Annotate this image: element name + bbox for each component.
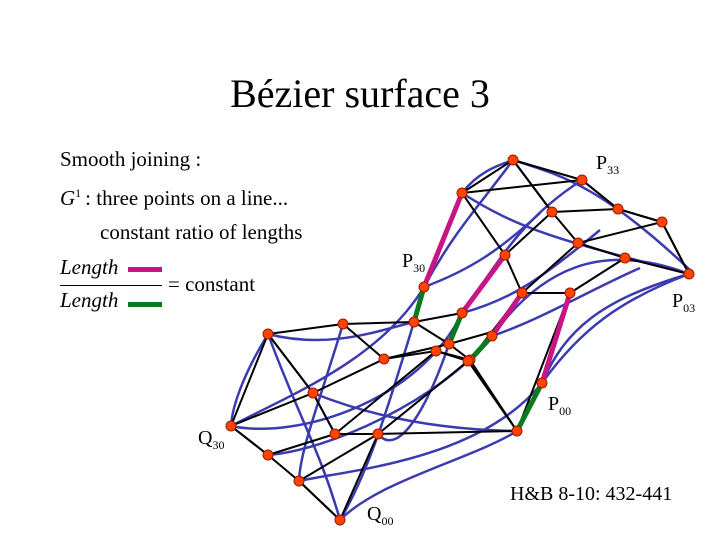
- label-p30: P30: [402, 250, 426, 275]
- surface-curve: [540, 272, 690, 384]
- label-p00: P00: [548, 393, 572, 418]
- control-point: [511, 425, 523, 437]
- notes-line-g1: G1 : three points on a line...: [60, 176, 302, 215]
- control-point: [456, 187, 468, 199]
- control-point: [262, 449, 274, 461]
- control-point: [546, 206, 558, 218]
- green-join-segment: [446, 312, 465, 345]
- control-point: [536, 377, 548, 389]
- control-point: [378, 353, 390, 365]
- surface-curve: [298, 382, 543, 483]
- lower-net-edge: [377, 430, 518, 435]
- surface-curve: [461, 191, 690, 276]
- control-point: [372, 428, 384, 440]
- label-p33: P33: [596, 152, 620, 177]
- surface-curve: [312, 391, 518, 433]
- control-point: [683, 268, 695, 280]
- magenta-join-segment: [459, 253, 508, 315]
- textbook-reference: H&B 8-10: 432-441: [510, 483, 673, 505]
- control-point: [486, 330, 498, 342]
- surface-curve: [423, 212, 541, 289]
- control-point: [293, 475, 305, 487]
- length-ratio-formula: Length Length = constant: [60, 255, 300, 315]
- control-point: [572, 237, 584, 249]
- control-point: [334, 514, 346, 526]
- lower-net-edge: [230, 392, 314, 427]
- control-point: [499, 249, 511, 261]
- surface-curve: [339, 429, 518, 521]
- label-q30: Q30: [198, 427, 225, 452]
- control-point: [329, 428, 341, 440]
- control-point: [337, 318, 349, 330]
- lower-net-col: [413, 321, 518, 432]
- control-point: [462, 355, 474, 367]
- surface-curve: [422, 159, 515, 288]
- control-points: [225, 154, 695, 526]
- notes-line-smooth-joining: Smooth joining :: [60, 147, 202, 171]
- lower-net-edge: [267, 333, 378, 435]
- surface-curve: [297, 323, 345, 482]
- control-point: [612, 203, 624, 215]
- surface-curve: [377, 343, 451, 442]
- control-point: [262, 328, 274, 340]
- control-point: [656, 216, 668, 228]
- upper-net-edge: [512, 159, 553, 213]
- surface-curve: [230, 286, 426, 428]
- denominator-color-swatch: [128, 302, 162, 307]
- green-join-segment: [514, 381, 545, 433]
- control-point: [564, 287, 576, 299]
- control-point: [507, 154, 519, 166]
- g1-symbol: G1: [60, 186, 82, 210]
- ratio-numerator: Length: [60, 255, 119, 279]
- lower-net-edge: [267, 433, 336, 456]
- slide-title: Bézier surface 3: [230, 71, 490, 116]
- surface-curve: [229, 333, 270, 427]
- lower-net-edge: [339, 433, 379, 521]
- lower-net-edge: [298, 433, 379, 482]
- control-point: [619, 252, 631, 264]
- upper-net-edge: [581, 179, 690, 275]
- label-p03: P03: [672, 290, 696, 315]
- control-point: [418, 281, 430, 293]
- magenta-join-segment: [539, 292, 573, 384]
- lower-net-edge: [230, 425, 269, 456]
- control-point: [430, 345, 442, 357]
- g1-description: : three points on a line...: [85, 186, 289, 210]
- notes-line-ratio: constant ratio of lengths: [100, 220, 303, 244]
- lower-net-col: [342, 323, 469, 362]
- lower-net-edge: [413, 312, 463, 323]
- control-point: [456, 307, 468, 319]
- lower-net-edge: [298, 480, 341, 521]
- surface-curve: [267, 320, 415, 342]
- numerator-color-swatch: [128, 267, 162, 272]
- control-point: [516, 287, 528, 299]
- label-q00: Q00: [367, 503, 394, 528]
- magenta-join-segment: [489, 291, 525, 338]
- control-point: [408, 316, 420, 328]
- surface-curve: [540, 272, 690, 384]
- ratio-denominator: Length: [60, 288, 119, 312]
- ratio-equals-constant: = constant: [168, 272, 256, 296]
- control-point: [443, 338, 455, 350]
- control-point: [225, 420, 237, 432]
- control-point: [307, 387, 319, 399]
- upper-net-edge: [461, 179, 583, 194]
- smooth-joining-notes: Smooth joining : G1 : three points on a …: [60, 142, 302, 249]
- fraction-bar: [60, 285, 162, 286]
- magenta-join-segment: [421, 192, 465, 288]
- control-point: [576, 174, 588, 186]
- green-join-segment: [411, 286, 427, 323]
- upper-net-col: [461, 192, 570, 294]
